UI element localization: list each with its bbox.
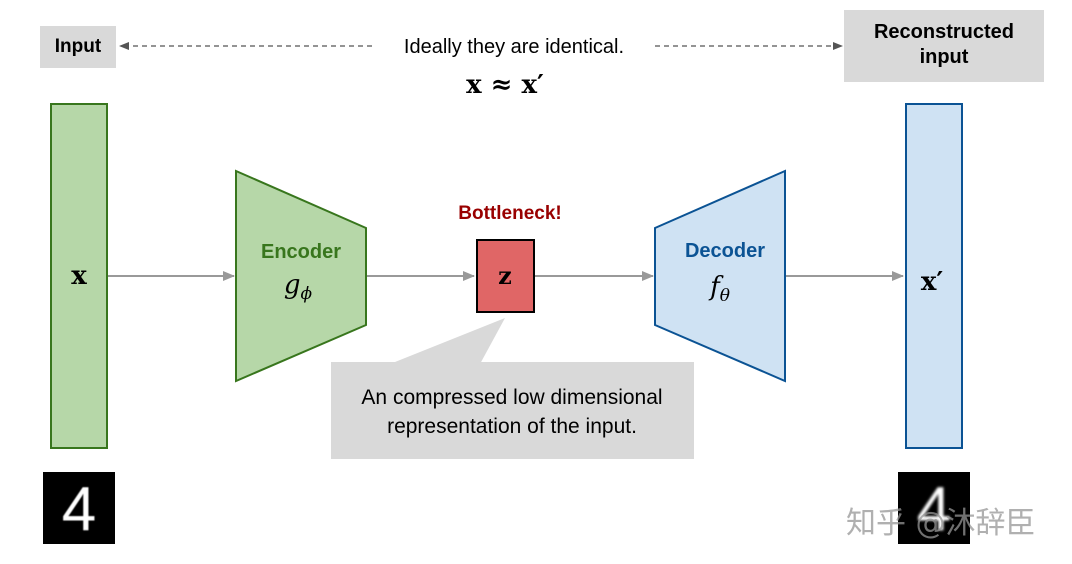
input-digit-image — [43, 472, 115, 544]
reconstructed-label-box — [844, 10, 1044, 82]
watermark: 知乎 @沐辞臣 — [846, 506, 1036, 541]
input-label-box — [40, 26, 116, 68]
callout-line2: representation of the input. — [387, 415, 637, 438]
bottleneck-box — [476, 239, 535, 313]
decoder-block — [654, 169, 786, 383]
reconstructed-label-line1: Reconstructed — [874, 21, 1014, 43]
decoder-label: Decoder — [685, 240, 765, 262]
bottleneck-symbol: z — [498, 261, 512, 290]
callout-box — [331, 362, 694, 459]
encoder-symbol: gϕ — [284, 270, 313, 304]
output-digit-image — [898, 472, 970, 544]
input-symbol: x — [71, 261, 87, 291]
ideal-text: Ideally they are identical. — [404, 36, 624, 58]
output-symbol: x′ — [921, 267, 944, 297]
input-label: Input — [55, 36, 102, 57]
bottleneck-title: Bottleneck! — [458, 203, 561, 224]
identity-equation: x ≈ x′ — [466, 70, 544, 100]
encoder-label: Encoder — [261, 241, 341, 263]
input-column — [50, 103, 108, 449]
reconstructed-label-line2: input — [920, 46, 969, 68]
callout-pointer — [390, 318, 505, 364]
output-digit: 4 — [917, 475, 951, 544]
output-column — [905, 103, 963, 449]
encoder-block — [235, 169, 367, 383]
input-digit: 4 — [62, 475, 96, 544]
callout-line1: An compressed low dimensional — [361, 386, 662, 409]
